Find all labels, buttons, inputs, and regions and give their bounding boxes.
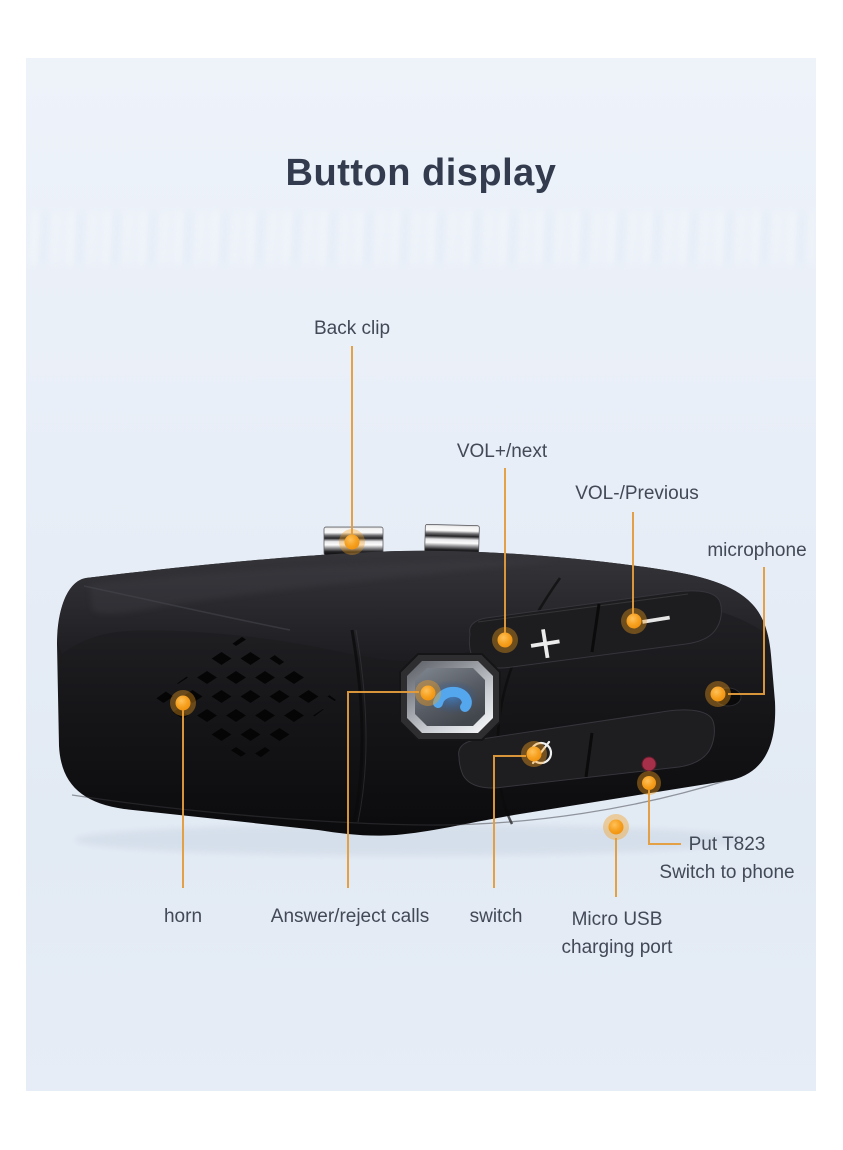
marker-dot-switch	[521, 741, 547, 767]
volume-strip-seam	[590, 603, 601, 653]
device-shadow	[75, 824, 745, 856]
marker-dot-horn	[170, 690, 196, 716]
seam-left	[350, 629, 364, 823]
led-indicator	[641, 756, 657, 772]
seam-left-highlight	[355, 629, 367, 823]
callout-line-put-t823	[648, 790, 681, 845]
callout-label-back-clip: Back clip	[313, 318, 391, 339]
switch-strip-seam	[584, 732, 594, 778]
marker-dot-back-clip	[339, 529, 365, 555]
speaker-grille	[154, 634, 336, 764]
switch-button-strip	[458, 709, 715, 789]
callout-label-horn: horn	[163, 906, 203, 927]
phone-handset-icon	[433, 687, 472, 712]
marker-dots	[170, 529, 731, 840]
callout-label-micro-usb-line2: charging port	[561, 937, 673, 958]
volume-button-strip: + −	[468, 590, 722, 672]
callout-line-switch	[493, 755, 526, 888]
marker-dot-answer	[415, 680, 441, 706]
marker-dot-put-t823	[637, 771, 661, 795]
callout-label-put-t823: Put T823 Switch to phone	[659, 831, 794, 887]
watermark-artifact	[26, 212, 816, 264]
callout-line-microphone	[728, 567, 765, 695]
callout-label-vol-minus: VOL-/Previous	[575, 483, 699, 504]
callout-label-put-t823-line2: Switch to phone	[659, 862, 795, 883]
callout-label-vol-plus: VOL+/next	[456, 441, 548, 462]
callout-label-put-t823-line1: Put T823	[688, 834, 766, 855]
callout-label-micro-usb-line1: Micro USB	[571, 909, 663, 930]
page-title: Button display	[285, 152, 557, 194]
call-button	[399, 653, 501, 741]
marker-dot-micro-usb	[603, 814, 629, 840]
callout-label-answer: Answer/reject calls	[270, 906, 430, 927]
marker-dot-vol-minus	[621, 608, 647, 634]
callout-label-microphone: microphone	[707, 540, 807, 561]
marker-dot-microphone	[705, 681, 731, 707]
back-clip-right	[424, 523, 480, 555]
callout-label-switch: switch	[469, 906, 523, 927]
volume-up-glyph: +	[522, 612, 569, 671]
marker-dot-vol-plus	[492, 627, 518, 653]
top-face-gloss	[90, 560, 560, 614]
callout-label-micro-usb: Micro USB charging port	[562, 906, 673, 962]
bottom-ridge	[71, 779, 729, 826]
callout-line-answer	[347, 691, 419, 888]
top-left-ridge	[83, 585, 291, 631]
